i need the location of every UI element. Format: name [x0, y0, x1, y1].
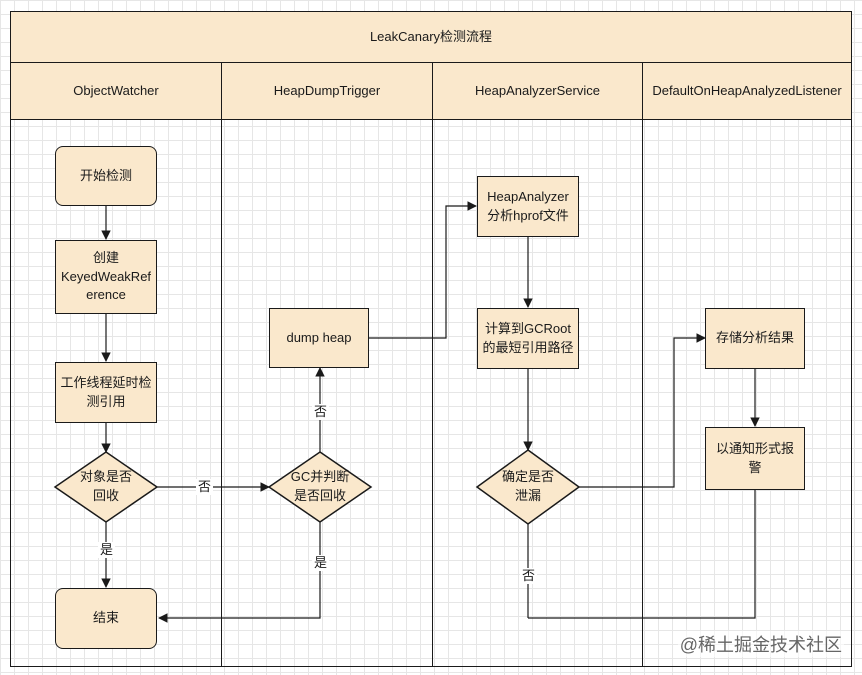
lane-header-label: HeapAnalyzerService: [474, 82, 600, 98]
lane-header-heapdumptrigger: HeapDumpTrigger: [221, 62, 433, 120]
diagram-title-text: LeakCanary检测流程: [369, 28, 493, 44]
lane-header-label: DefaultOnHeapAnalyzedListener: [652, 82, 842, 98]
node-delay-check: 工作线程延时检 测引用: [55, 362, 157, 423]
node-compute-shortest-path: 计算到GCRoot 的最短引用路径: [477, 308, 579, 369]
node-gc-check: GC并判断 是否回收: [290, 469, 350, 503]
decision-leak-shape: [475, 449, 581, 525]
edge-notify-to-end: [528, 490, 756, 619]
lane-header-heapanalyzerservice: HeapAnalyzerService: [432, 62, 643, 120]
node-analyze-hprof: HeapAnalyzer 分析hprof文件: [477, 176, 579, 237]
decision-gc-shape: [267, 451, 373, 523]
edge-leak-yes-to-store: [579, 333, 706, 488]
node-is-leak: 确定是否 泄漏: [501, 469, 554, 503]
node-dump-heap: dump heap: [269, 308, 369, 368]
watermark: @稀土掘金技术社区: [677, 631, 844, 657]
lane-body-listener: [642, 119, 852, 667]
edge-label-leak-no: 否: [520, 568, 538, 584]
decision-recycled-shape: [53, 451, 159, 523]
node-is-recycled: 对象是否 回收: [79, 469, 132, 503]
lane-header-label: ObjectWatcher: [73, 82, 159, 98]
edge-label-recycled-yes: 是: [98, 542, 116, 558]
node-end: 结束: [55, 588, 157, 649]
edge-label-recycled-no: 否: [196, 479, 214, 495]
edge-label-gc-no: 否: [312, 404, 330, 420]
edge-label-gc-yes: 是: [312, 555, 330, 571]
lane-header-label: HeapDumpTrigger: [273, 82, 381, 98]
node-notify-alarm: 以通知形式报警: [705, 427, 805, 490]
lane-header-listener: DefaultOnHeapAnalyzedListener: [642, 62, 852, 120]
lane-header-objectwatcher: ObjectWatcher: [10, 62, 222, 120]
node-start: 开始检测: [55, 146, 157, 206]
diagram-title: LeakCanary检测流程: [10, 11, 852, 63]
node-create-weak-reference: 创建 KeyedWeakRef erence: [55, 240, 157, 314]
edge-dump-to-analyzer: [369, 201, 477, 339]
edge-gc-yes-to-end: [158, 522, 321, 623]
node-store-result: 存储分析结果: [705, 308, 805, 369]
